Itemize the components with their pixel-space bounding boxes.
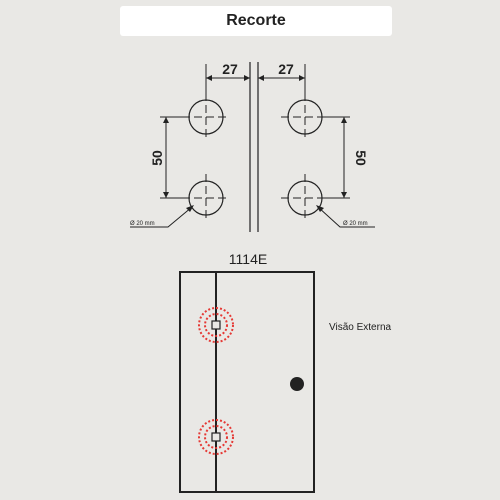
dim-label-right-height: 50 [353, 150, 369, 166]
hinge-bottom [198, 419, 234, 455]
leader-left-arrow [186, 205, 194, 212]
cutout-diagram [130, 62, 375, 232]
arrow-vl-bottom [163, 192, 169, 198]
door-handle [290, 377, 304, 391]
arrow-vl-top [163, 117, 169, 123]
leader-right [317, 206, 375, 228]
arrow-left-b [244, 75, 250, 81]
hole-label-right: Ø 20 mm [343, 221, 368, 227]
hinge-top [198, 307, 234, 343]
hole-top-right [281, 93, 329, 141]
arrow-right-b [299, 75, 305, 81]
arrow-right-a [258, 75, 264, 81]
hole-bottom-left [182, 174, 230, 222]
dim-label-right-width: 27 [278, 61, 294, 77]
hole-bottom-right [281, 174, 329, 222]
door-diagram [179, 271, 315, 493]
dim-label-left-width: 27 [222, 61, 238, 77]
leader-right-arrow [316, 205, 324, 212]
model-label: 1114E [229, 251, 267, 267]
dim-label-left-height: 50 [149, 150, 165, 166]
hole-label-left: Ø 20 mm [130, 221, 155, 227]
door-frame [179, 271, 315, 493]
page-title: Recorte [120, 6, 392, 36]
arrow-vr-bottom [341, 192, 347, 198]
leader-left [130, 206, 193, 228]
arrow-vr-top [341, 117, 347, 123]
view-label: Visão Externa [329, 322, 392, 333]
arrow-left-a [206, 75, 212, 81]
hole-top-left [182, 93, 230, 141]
